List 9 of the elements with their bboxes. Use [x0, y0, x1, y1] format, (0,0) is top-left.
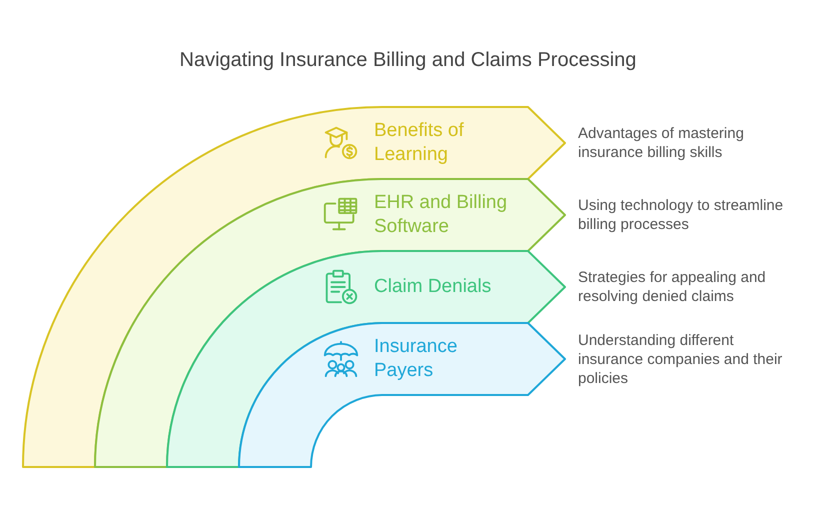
band-title: Claim Denials [374, 275, 492, 299]
description-text: Using technology to streamline billing processes [578, 196, 784, 234]
band-title: EHR and Billing Software [374, 191, 508, 239]
description-text: Strategies for appealing and resolving denied claims [578, 268, 767, 306]
band-title: Insurance Payers [374, 335, 458, 383]
description-text: Understanding different insurance companies and their policies [578, 330, 784, 388]
band-title: Benefits of Learning [374, 119, 465, 167]
diagram-title: Navigating Insurance Billing and Claims Processing [180, 48, 636, 72]
description-text: Advantages of mastering insurance billing skills [578, 124, 745, 162]
